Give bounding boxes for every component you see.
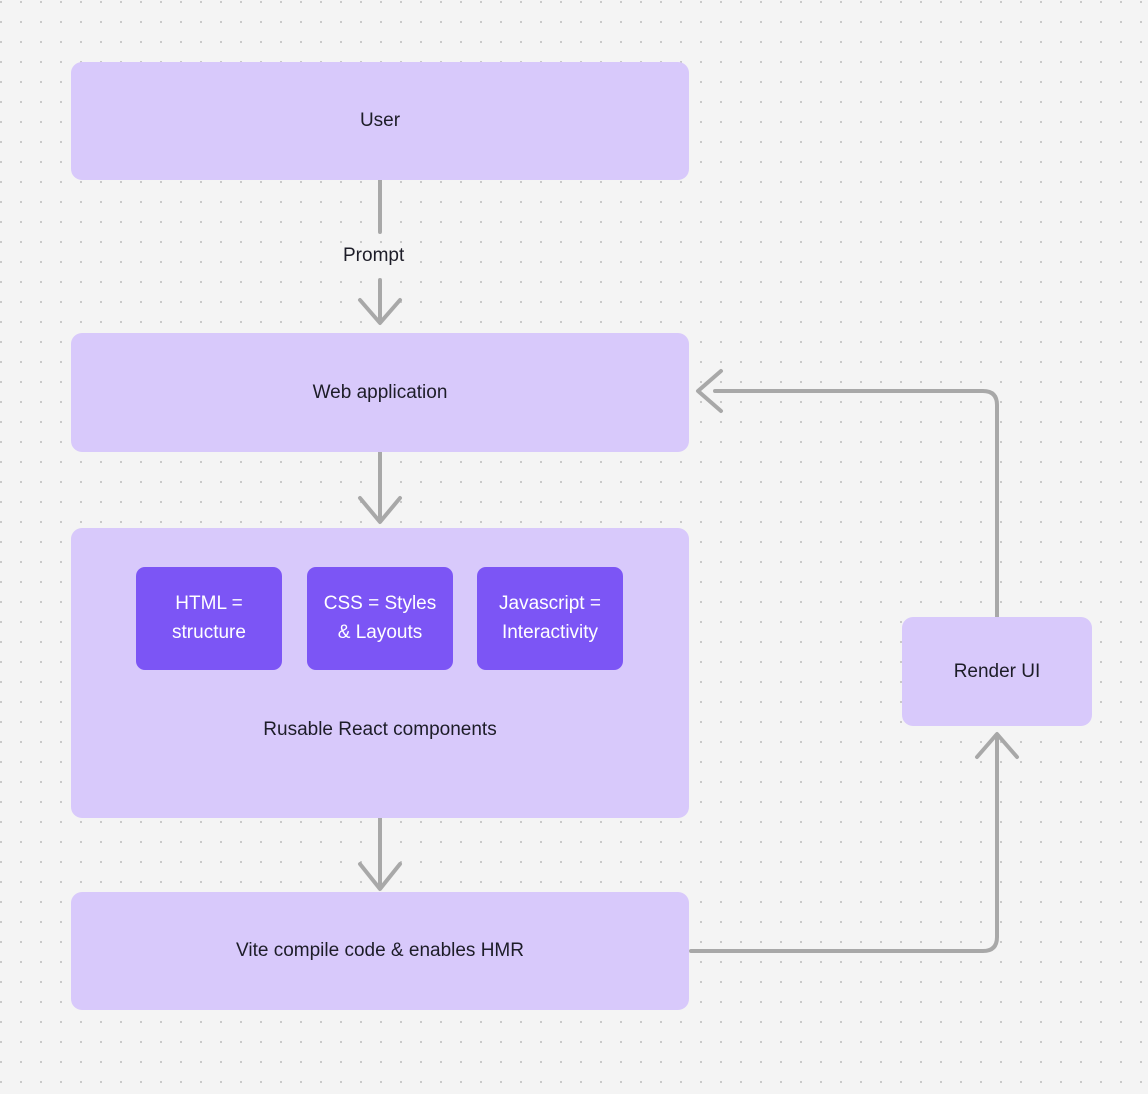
node-javascript-label-line1: Javascript = <box>499 593 601 614</box>
node-render-ui-label: Render UI <box>953 660 1041 682</box>
arrowhead-web-application-right <box>696 369 723 413</box>
node-css-label-line1: CSS = Styles <box>323 593 437 614</box>
arrowhead-web-application-top <box>358 298 402 325</box>
node-css-label-line2: & Layouts <box>337 621 423 643</box>
node-components-group-label: Rusable React components <box>263 719 497 740</box>
edge-vite-to-render-ui <box>689 735 999 953</box>
node-javascript-label-line2: Interactivity <box>501 621 599 643</box>
node-html-label-line2: structure <box>172 621 246 643</box>
node-css[interactable]: CSS = Styles & Layouts <box>307 567 453 670</box>
node-web-application[interactable]: Web application <box>71 333 689 452</box>
node-user-label: User <box>359 110 401 132</box>
arrowhead-vite-top <box>358 862 402 891</box>
arrowhead-render-ui-bottom <box>975 732 1019 759</box>
node-render-ui[interactable]: Render UI <box>902 617 1092 726</box>
arrowhead-components-top <box>358 496 402 524</box>
node-user[interactable]: User <box>71 62 689 180</box>
edge-render-ui-to-web-application <box>713 389 999 619</box>
node-vite[interactable]: Vite compile code & enables HMR <box>71 892 689 1010</box>
node-html[interactable]: HTML = structure <box>136 567 282 670</box>
node-javascript[interactable]: Javascript = Interactivity <box>477 567 623 670</box>
node-vite-label: Vite compile code & enables HMR <box>236 940 524 962</box>
node-html-label-line1: HTML = <box>175 593 243 614</box>
edge-label-prompt: Prompt <box>338 245 410 268</box>
node-web-application-label: Web application <box>312 381 448 403</box>
